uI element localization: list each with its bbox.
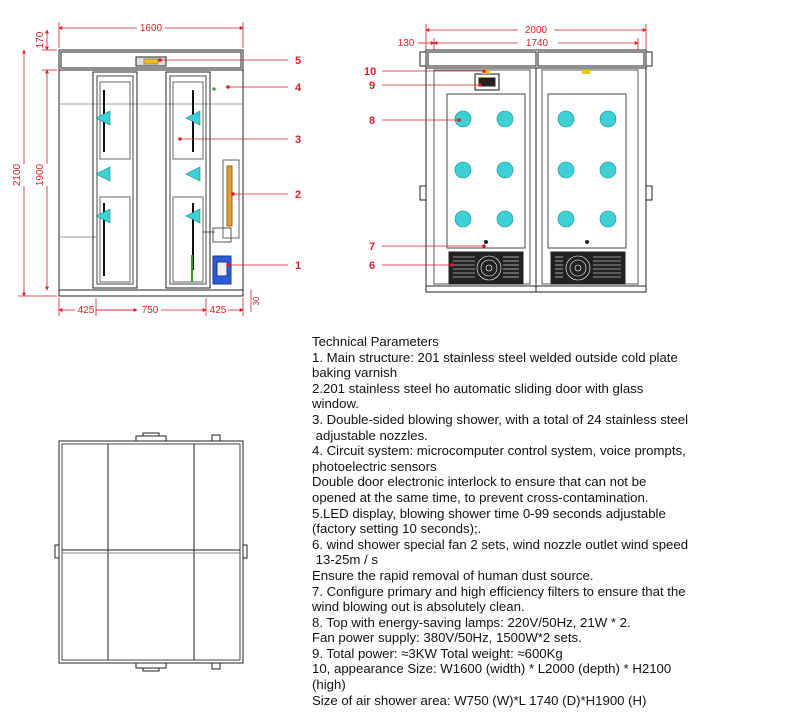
dim-side-width: 2000 (525, 25, 548, 36)
callout-5: 5 (295, 55, 301, 67)
technical-title: Technical Parameters (312, 334, 439, 349)
technical-line: 13-25m / s (312, 552, 378, 568)
technical-line: 2.201 stainless steel ho automatic slidi… (312, 380, 644, 396)
technical-line: Fan power supply: 380V/50Hz, 1500W*2 set… (312, 630, 582, 646)
technical-line: 7. Configure primary and high efficiency… (312, 583, 686, 599)
technical-line: opened at the same time, to prevent cros… (312, 489, 649, 505)
callout-3: 3 (295, 134, 301, 146)
callout-2: 2 (295, 189, 301, 201)
dim-front-width: 1600 (140, 23, 163, 34)
technical-line: 6. wind shower special fan 2 sets, wind … (312, 536, 689, 552)
technical-line: Size of air shower area: W750 (W)*L 1740… (312, 692, 647, 708)
callout-8: 8 (369, 115, 375, 127)
technical-line: 3. Double-sided blowing shower, with a t… (312, 411, 689, 427)
dim-front-bottom-left: 425 (78, 305, 95, 316)
technical-line: Double door electronic interlock to ensu… (312, 474, 647, 490)
technical-line: window. (312, 396, 359, 412)
front-view (58, 49, 244, 297)
dim-front-bottom-gap: 30 (252, 296, 261, 305)
callout-10: 10 (364, 66, 376, 78)
technical-line: 5.LED display, blowing shower time 0-99 … (312, 505, 666, 521)
technical-line: (high) (312, 677, 346, 693)
dim-front-bottom-mid: 750 (142, 305, 159, 316)
dim-front-height-inner: 1900 (35, 163, 46, 186)
dim-front-top: 170 (35, 31, 46, 48)
technical-parameters: Technical Parameters 1. Main structure: … (312, 334, 782, 708)
technical-line: 8. Top with energy-saving lamps: 220V/50… (312, 614, 631, 630)
technical-line: baking varnish (312, 365, 398, 381)
dim-side-left: 130 (398, 38, 415, 49)
callout-1: 1 (295, 260, 301, 272)
technical-line: Ensure the rapid removal of human dust s… (312, 567, 594, 583)
side-callout-lines (382, 69, 486, 267)
dim-side-inner: 1740 (526, 38, 549, 49)
front-callout-lines (158, 58, 288, 267)
dim-front-height-total: 2100 (12, 163, 23, 186)
callout-4: 4 (295, 82, 302, 94)
top-view (54, 432, 248, 672)
side-view (419, 49, 653, 293)
technical-line: photoelectric sensors (312, 458, 437, 474)
front-dimensions (18, 22, 252, 316)
technical-line: 1. Main structure: 201 stainless steel w… (312, 349, 678, 365)
callout-6: 6 (369, 260, 375, 272)
technical-line: 10, appearance Size: W1600 (width) * L20… (312, 661, 672, 677)
technical-line: (factory setting 10 seconds);. (312, 521, 482, 537)
technical-line: wind blowing out is absolutely clean. (312, 599, 525, 615)
callout-9: 9 (369, 80, 375, 92)
side-dimensions (418, 24, 647, 50)
callout-7: 7 (369, 241, 375, 253)
side-view-nozzles (454, 110, 617, 228)
dim-front-bottom-right: 425 (210, 305, 227, 316)
technical-line: 9. Total power: ≈3KW Total weight: ≈600K… (312, 645, 563, 661)
technical-line: adjustable nozzles. (312, 427, 428, 443)
technical-line: 4. Circuit system: microcomputer control… (312, 443, 686, 459)
